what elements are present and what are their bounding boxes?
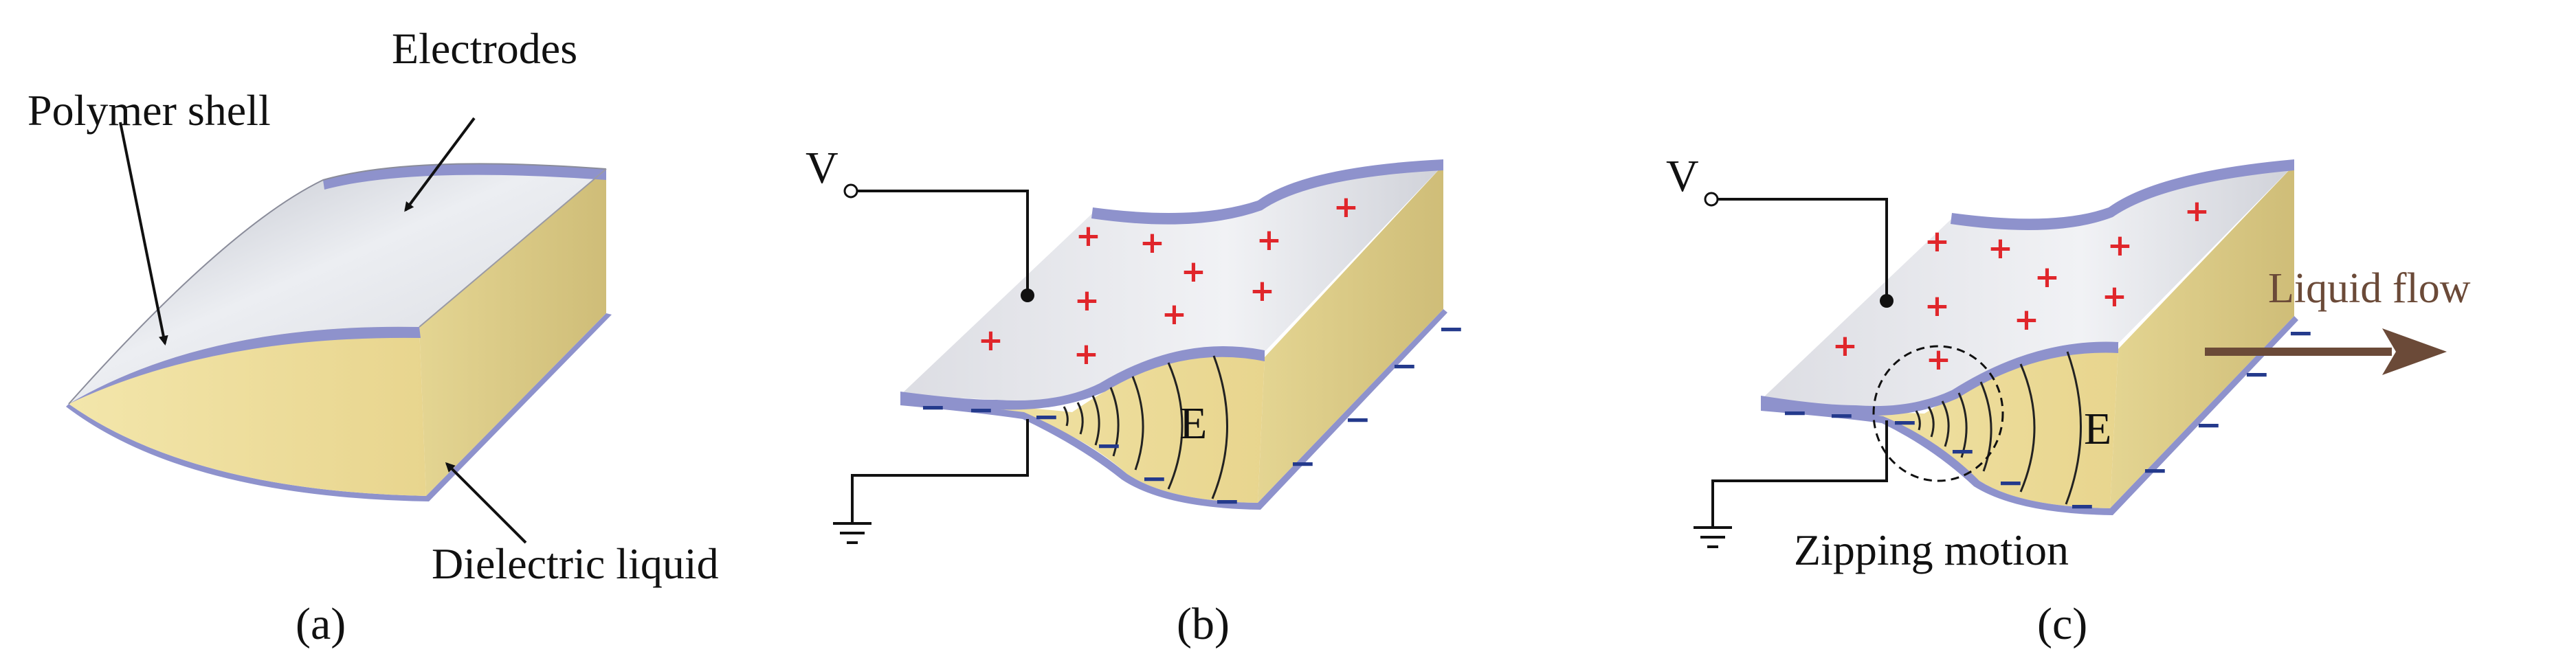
panel-b-negative-charges: − − − − − − − − − − [920, 310, 1465, 519]
panel-c-positive-charges: + + + + + + + + + + [1832, 194, 2210, 377]
panel-c-negative-charges: − − − − − − − − − − [1781, 314, 2314, 524]
ground-icon [1694, 526, 1732, 548]
svg-text:−: − [1141, 460, 1168, 497]
panel-b-side-face [1258, 165, 1443, 503]
panel-c-zipping-motion-label: Zipping motion [1794, 525, 2069, 574]
svg-text:+: + [1140, 225, 1165, 260]
panel-c-voltage-wire [1718, 198, 1888, 299]
panel-c-zipping-region-circle [1872, 345, 2004, 482]
panel-c-caption: (c) [2037, 599, 2087, 649]
svg-text:+: + [978, 323, 1003, 358]
panel-c-top-electrode-front [1761, 341, 2118, 416]
ground-icon [833, 522, 871, 544]
svg-text:−: − [1891, 403, 1918, 440]
panel-b-voltage-label: V [806, 143, 839, 193]
panel-a-outline-ridge [419, 168, 607, 328]
svg-text:+: + [2014, 302, 2039, 337]
panel-a-polymer-shell-arrow [119, 122, 168, 346]
svg-text:+: + [1832, 328, 1858, 363]
svg-text:+: + [2102, 279, 2127, 314]
svg-text:+: + [2184, 194, 2210, 229]
svg-text:−: − [1828, 396, 1855, 433]
panel-c-top-electrode-back [1951, 159, 2294, 230]
svg-text:−: − [1997, 464, 2024, 501]
svg-text:−: − [2142, 451, 2168, 488]
svg-text:−: − [2243, 355, 2270, 392]
svg-text:−: − [1438, 310, 1465, 347]
svg-text:+: + [1181, 254, 1206, 289]
svg-text:+: + [1333, 190, 1359, 225]
svg-text:−: − [1289, 444, 1316, 482]
panel-c: V E Liquid flow + + + + + + + + + + − − … [1666, 151, 2471, 649]
svg-text:+: + [1076, 218, 1101, 253]
panel-a-top-shell [69, 163, 606, 404]
svg-text:+: + [2034, 260, 2060, 295]
svg-text:−: − [1949, 432, 1976, 469]
svg-text:−: − [2069, 487, 2096, 524]
svg-text:−: − [1391, 347, 1418, 384]
panel-a-caption: (a) [296, 599, 346, 649]
panel-b: V E + + + + + + + + + + − − − − − − − − … [806, 143, 1465, 649]
svg-text:−: − [2195, 406, 2222, 443]
panel-c-voltage-terminal [1704, 192, 1719, 207]
svg-text:−: − [2287, 314, 2314, 351]
panel-b-top-electrode-back [1091, 159, 1443, 225]
svg-text:−: − [920, 388, 946, 425]
svg-text:−: − [1214, 482, 1241, 519]
svg-text:−: − [1033, 398, 1060, 435]
panel-c-side-face [2110, 165, 2294, 508]
panel-b-ground-wire [851, 419, 1029, 522]
panel-c-top-contact [1880, 294, 1894, 308]
svg-text:−: − [968, 391, 995, 428]
panel-b-top-electrode-front [900, 346, 1265, 410]
svg-text:+: + [1926, 342, 1951, 377]
panel-c-top-shell [1761, 165, 2294, 408]
panel-b-top-shell [900, 165, 1443, 401]
panel-a-outline-top [68, 163, 607, 405]
panel-c-ground-wire [1711, 420, 1888, 526]
panel-a: Electrodes Polymer shell Dielectric liqu… [27, 24, 719, 649]
panel-a-side-face [419, 169, 606, 496]
panel-b-top-contact [1021, 289, 1034, 302]
panel-c-voltage-label: V [1666, 151, 1699, 201]
panel-a-polymer-shell-label: Polymer shell [27, 86, 271, 135]
panel-a-top-electrode-back [323, 163, 606, 190]
panel-b-positive-charges: + + + + + + + + + + [978, 190, 1359, 372]
panel-a-dielectric-arrow [445, 462, 527, 544]
svg-text:+: + [1988, 231, 2013, 266]
svg-text:+: + [1162, 297, 1187, 332]
panel-c-bottom-electrode [1761, 316, 2298, 515]
svg-text:−: − [1344, 400, 1371, 438]
panel-b-voltage-terminal [843, 183, 858, 199]
svg-text:+: + [1256, 223, 1282, 258]
svg-text:−: − [1781, 394, 1808, 431]
svg-text:+: + [1074, 337, 1099, 372]
panel-a-top-electrode-front [69, 326, 421, 404]
svg-text:+: + [2107, 228, 2133, 263]
panel-c-liquid-flow-label: Liquid flow [2268, 265, 2471, 312]
panel-c-field-label: E [2084, 404, 2111, 454]
svg-text:+: + [1924, 289, 1950, 324]
svg-text:+: + [1250, 273, 1275, 308]
panel-b-field-label: E [1179, 398, 1207, 449]
panel-a-electrodes-arrow [404, 117, 476, 212]
panel-b-voltage-wire [857, 190, 1029, 294]
panel-c-field-lines [1915, 351, 2082, 505]
svg-text:+: + [1074, 283, 1100, 318]
svg-text:−: − [1096, 427, 1122, 464]
panel-a-electrodes-label: Electrodes [392, 24, 577, 73]
panel-a-dielectric-label: Dielectric liquid [432, 539, 719, 588]
svg-text:+: + [1924, 224, 1950, 259]
panel-b-caption: (b) [1177, 599, 1230, 649]
panel-c-liquid-flow-arrow [2205, 328, 2447, 375]
panel-b-field-lines [1063, 355, 1228, 499]
